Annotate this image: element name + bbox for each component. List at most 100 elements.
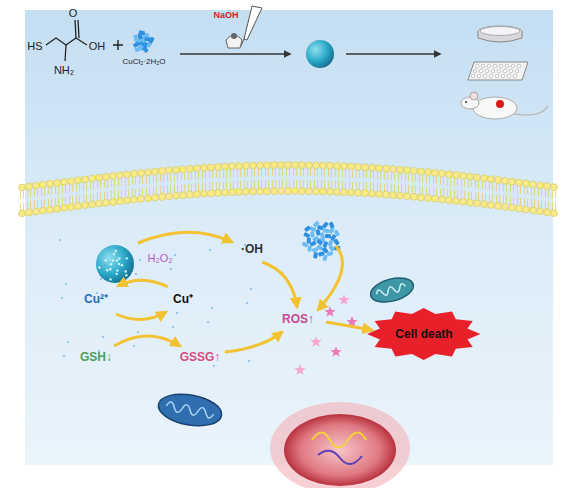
membrane [217,182,220,190]
membrane [145,169,152,176]
copper-ion-dots [174,254,176,256]
blue-cluster [334,230,340,237]
copper-ion-dots [170,268,172,270]
membrane [61,179,68,186]
well-plate [503,69,507,73]
membrane [28,201,31,209]
membrane [56,198,59,206]
membrane [238,169,241,177]
membrane [362,164,369,171]
membrane [105,192,108,200]
membrane [54,179,61,186]
node-text: Cell death [395,327,452,341]
well-plate [513,74,517,78]
membrane [42,200,45,208]
membrane [138,196,145,203]
label-text: Cu²⁺ [84,293,108,306]
nanoparticle-dots [115,273,117,275]
membrane [488,176,495,183]
membrane [278,162,285,169]
membrane [341,163,348,170]
membrane [210,182,213,190]
membrane [54,205,61,212]
plus-sign [113,40,123,50]
label-text: Cu⁺ [173,293,193,306]
membrane [266,180,269,188]
cysteine-structure [46,38,87,45]
membrane [147,175,150,183]
membrane [399,173,402,181]
membrane [413,186,416,194]
membrane [231,181,234,189]
membrane [392,184,395,192]
membrane [70,196,73,204]
membrane [509,178,516,185]
copper-ion-dots [59,239,252,367]
membrane [257,188,264,195]
membrane [21,190,24,198]
well-plate [507,74,511,78]
nucleus [284,414,396,486]
membrane [84,182,87,190]
blue-cluster [329,221,335,228]
well-plate [479,69,483,73]
membrane [453,172,460,179]
membrane [264,162,271,169]
membrane [308,168,311,176]
membrane [201,164,208,171]
membrane [446,197,453,204]
pathway-arrows [118,280,168,287]
nucleus [312,433,366,448]
membrane [336,181,339,189]
membrane [47,206,54,213]
membrane [355,163,362,170]
membrane [266,168,269,176]
membrane [175,173,178,181]
membrane [348,163,355,170]
membrane [327,188,334,195]
membrane [411,193,418,200]
label-text: GSSG↑ [180,351,221,364]
membrane [378,183,381,191]
membrane [495,177,502,184]
membrane [369,190,376,197]
membrane [285,162,292,169]
membrane [63,197,66,205]
membrane [68,178,75,185]
membrane [532,187,535,195]
membrane [523,180,530,187]
mitochondrion [166,401,215,418]
pathway-arrows [262,262,297,307]
membrane [105,180,108,188]
membrane [329,169,332,177]
membrane [236,189,243,196]
membrane [439,196,446,203]
copper-ion-dots [207,321,209,323]
copper-crystals [148,37,155,44]
membrane [271,188,278,195]
pathway-arrows [318,246,342,310]
membrane [119,178,122,186]
label-text: GSH↓ [80,351,112,364]
well-plate [468,62,528,80]
membrane [287,168,290,176]
nanoparticle-dots [118,257,120,259]
membrane [257,162,264,169]
copper-ion-dots [213,365,215,367]
stirrer-icon [231,33,237,39]
pipette-icon [241,6,262,46]
membrane [364,170,367,178]
membrane [525,186,528,194]
well-plate [487,64,491,68]
membrane [315,168,318,176]
membrane [89,175,96,182]
membrane [77,195,80,203]
mitochondrion [156,390,224,431]
membrane [208,164,215,171]
membrane [26,183,33,190]
membrane [404,193,411,200]
membrane [189,172,192,180]
membrane [91,181,94,189]
ros-stars [294,294,357,375]
